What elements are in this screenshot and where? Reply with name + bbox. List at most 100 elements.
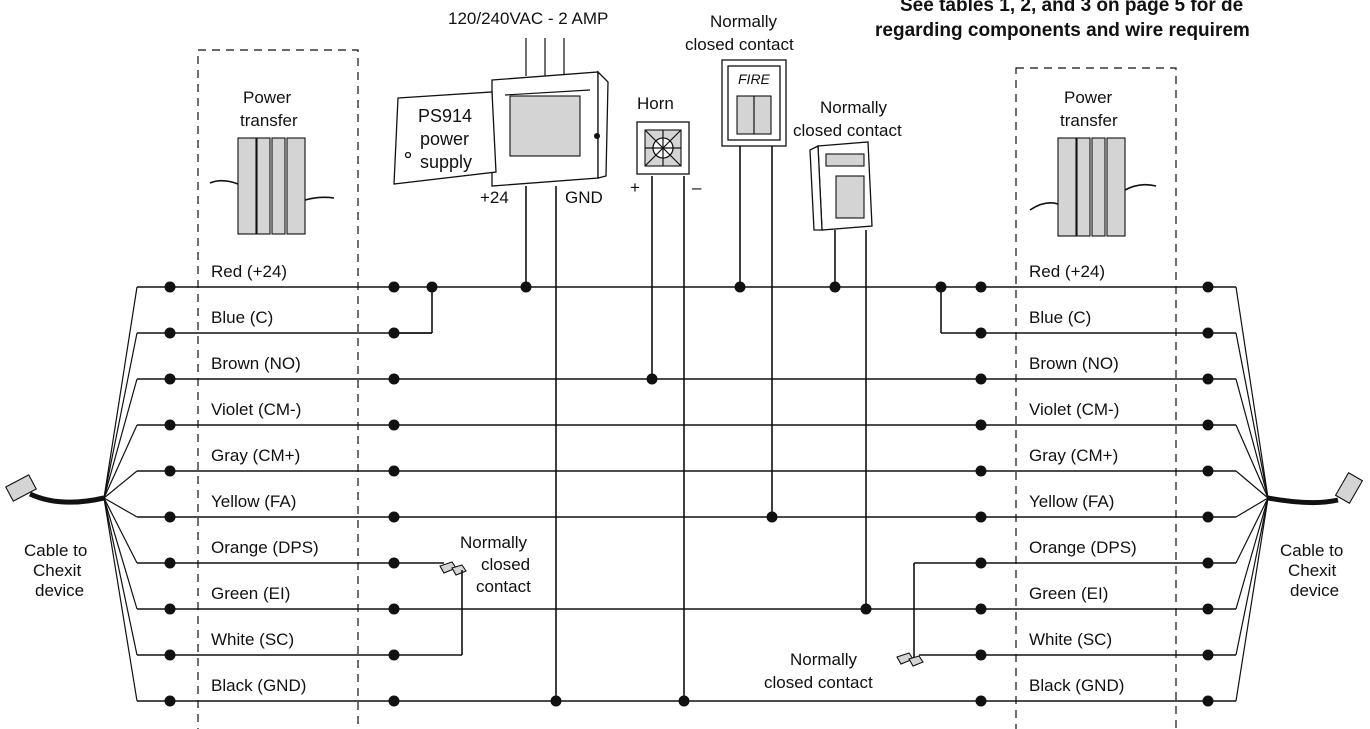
door-contact-left-label-2: closed	[481, 555, 530, 574]
junction-dot	[164, 373, 176, 385]
junction-dot	[975, 511, 987, 523]
horn-label: Horn	[637, 94, 674, 113]
fire-pull-station-icon	[721, 59, 787, 147]
cable-right-label-3: device	[1290, 581, 1339, 600]
junction-dot	[734, 281, 746, 293]
door-contact-left-label-1: Normally	[460, 533, 528, 552]
door-contact-left-label-3: contact	[476, 577, 531, 596]
fire-contact-label-1: Normally	[710, 12, 778, 31]
junction-dot	[1202, 465, 1214, 477]
cable-fan-right	[1235, 497, 1269, 564]
header-note-line2: regarding components and wire requirem	[875, 20, 1250, 41]
door-contact-right-label-2: closed contact	[764, 673, 873, 692]
junction-dot	[829, 281, 841, 293]
power-transfer-right-boundary	[1015, 67, 1177, 729]
power-supply-gnd-terminal: GND	[565, 188, 603, 207]
cable-fan-left	[103, 286, 138, 499]
cable-left-label-1: Cable to	[24, 541, 87, 560]
header-note-line1: See tables 1, 2, and 3 on page 5 for de	[900, 0, 1243, 16]
horn-minus: –	[692, 178, 702, 197]
power-supply-plus-terminal: +24	[480, 188, 509, 207]
power-transfer-right-label-1: Power	[1064, 88, 1113, 107]
junction-dot	[975, 419, 987, 431]
junction-dot	[935, 281, 947, 293]
fire-contact-label-2: closed contact	[685, 35, 794, 54]
power-transfer-right-icon	[1029, 137, 1157, 237]
cable-right-label-2: Chexit	[1288, 561, 1336, 580]
door-contact-right-label-1: Normally	[790, 650, 858, 669]
junction-dot	[975, 327, 987, 339]
cable-fan-right	[1235, 332, 1269, 499]
cable-fan-left	[103, 497, 138, 610]
power-supply-screw	[404, 151, 412, 159]
cable-fan-left	[103, 497, 138, 564]
wire-label-right: Red (+24)	[1029, 262, 1105, 281]
power-transfer-left-label-2: transfer	[240, 111, 298, 130]
power-input-leads	[525, 38, 565, 76]
junction-dot	[388, 695, 400, 707]
junction-dot	[164, 603, 176, 615]
power-supply-label-2: power	[420, 129, 469, 149]
junction-dot	[1202, 373, 1214, 385]
wire-label-right: Green (EI)	[1029, 584, 1108, 603]
wire-label-left: Brown (NO)	[211, 354, 301, 373]
junction-dot	[426, 281, 438, 293]
cable-fan-left	[103, 378, 138, 499]
power-supply-label-1: PS914	[418, 106, 472, 126]
drop-wires	[394, 146, 942, 701]
junction-dot	[388, 557, 400, 569]
junction-dot	[975, 465, 987, 477]
junction-dot	[388, 281, 400, 293]
keypad-contact-label-1: Normally	[820, 98, 888, 117]
junction-dot	[164, 465, 176, 477]
cable-fan-right	[1235, 470, 1269, 499]
junction-dot	[388, 511, 400, 523]
keypad-contact-label-2: closed contact	[793, 121, 902, 140]
cable-fan-right	[1235, 378, 1269, 499]
junction-dot	[164, 557, 176, 569]
wire-label-left: White (SC)	[211, 630, 294, 649]
junction-dot	[520, 281, 532, 293]
junction-dot	[1202, 281, 1214, 293]
keypad-icon	[809, 141, 873, 231]
cable-right-label-1: Cable to	[1280, 541, 1343, 560]
wire-label-right: Violet (CM-)	[1029, 400, 1119, 419]
junction-dot	[550, 695, 562, 707]
wire-label-left: Gray (CM+)	[211, 446, 300, 465]
wire-labels-right: Red (+24) Blue (C) Brown (NO) Violet (CM-) G…	[1029, 262, 1137, 695]
wire-label-right: Brown (NO)	[1029, 354, 1119, 373]
horn-icon	[636, 121, 690, 175]
wire-label-left: Red (+24)	[211, 262, 287, 281]
junction-dot	[164, 327, 176, 339]
cable-fan-right	[1235, 497, 1269, 656]
junction-dot	[1202, 511, 1214, 523]
cable-fan-right	[1235, 286, 1269, 499]
cable-fan-right	[1235, 497, 1269, 702]
horn-plus: +	[630, 178, 640, 197]
junction-dot	[766, 511, 778, 523]
junction-dot	[1202, 649, 1214, 661]
junction-dot	[1202, 327, 1214, 339]
wire-label-right: Orange (DPS)	[1029, 538, 1137, 557]
wire-label-left: Blue (C)	[211, 308, 273, 327]
junction-dot	[388, 373, 400, 385]
cable-left-label-2: Chexit	[33, 561, 81, 580]
junction-dot	[388, 649, 400, 661]
junction-dot	[678, 695, 690, 707]
door-contact-right-icon	[896, 652, 924, 667]
junction-dot	[164, 695, 176, 707]
junction-dot	[164, 649, 176, 661]
junction-dot	[164, 511, 176, 523]
wire-label-right: Blue (C)	[1029, 308, 1091, 327]
wire-labels-left: Red (+24)Blue (C)Brown (NO)Violet (CM-)G…	[211, 262, 319, 695]
power-supply-label-3: supply	[420, 152, 472, 172]
junction-dot	[975, 649, 987, 661]
cable-fan-right	[1235, 497, 1269, 610]
cable-fan-left	[103, 497, 138, 518]
cable-left-label-3: device	[35, 581, 84, 600]
fire-pull-sign: FIRE	[738, 71, 771, 87]
cable-fan-left	[103, 332, 138, 499]
wire-label-right: Gray (CM+)	[1029, 446, 1118, 465]
junction-dot	[164, 281, 176, 293]
junction-dot	[975, 281, 987, 293]
